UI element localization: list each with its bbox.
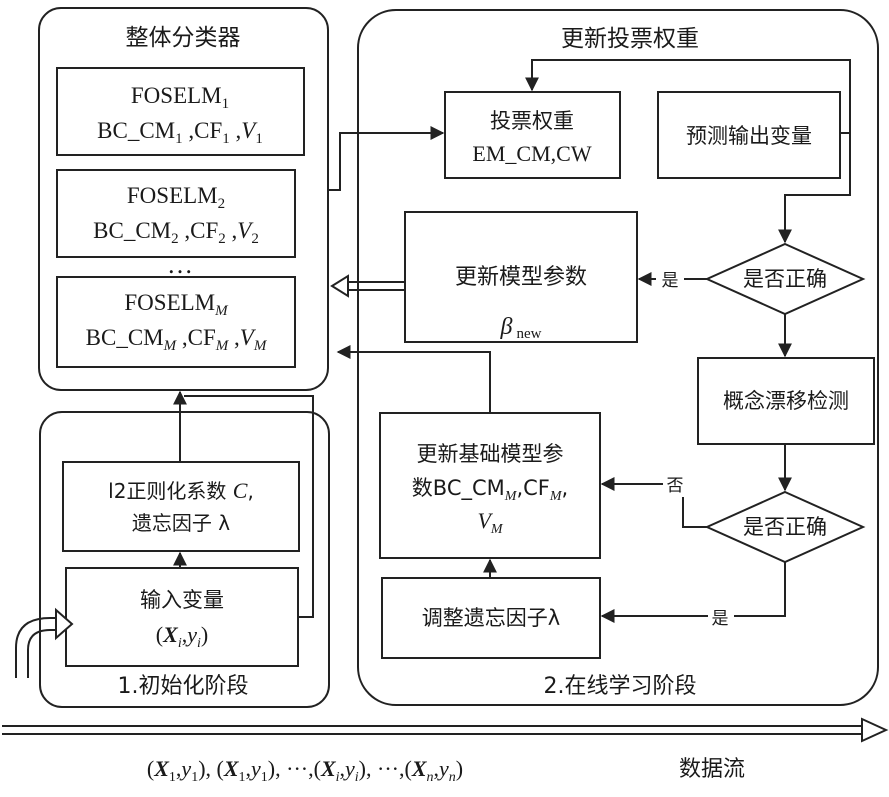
arrow-yes-to-adjust — [600, 562, 786, 623]
init-panel — [39, 411, 330, 708]
input-var-box — [65, 567, 299, 667]
arrow-data-entry-inner — [27, 629, 60, 678]
model-2-box — [56, 169, 296, 258]
predict-output-label: 预测输出变量 — [686, 124, 812, 148]
input-var-label: 输入变量 — [140, 588, 224, 612]
data-stream-arrowhead — [861, 717, 889, 743]
model-M-params: BC_CMM ,CFM ,VM — [86, 325, 268, 354]
line-input-to-ensemble — [184, 395, 314, 618]
update-panel-title: 更新投票权重 — [561, 26, 699, 52]
model-2-params: BC_CM2 ,CF2 ,V2 — [93, 218, 259, 247]
data-stream-sequence: (X1,y1), (X1,y1), ···,(Xi,yi), ···,(Xn,y… — [147, 756, 463, 785]
update-base-line1: 更新基础模型参 — [417, 442, 564, 466]
model-1-box — [56, 67, 305, 156]
models-ellipsis: … — [167, 250, 193, 279]
model-M-name: FOSELMM — [124, 290, 229, 319]
no-label-bg — [663, 471, 689, 497]
online-panel-title: 2.在线学习阶段 — [544, 674, 697, 699]
predict-output-box — [657, 91, 841, 179]
arrow-predict-to-decision1 — [778, 133, 851, 244]
model-1-name: FOSELM1 — [131, 83, 229, 112]
edge-yes-label-2: 是 — [712, 609, 729, 629]
online-panel — [357, 9, 879, 706]
arrow-data-entry-outer — [15, 617, 60, 678]
data-stream-label: 数据流 — [679, 757, 745, 782]
arrow-no-to-update-base — [600, 477, 707, 528]
edge-yes-label-1: 是 — [662, 271, 679, 291]
yes-label-bg-1 — [656, 266, 684, 292]
vote-weight-box — [444, 91, 621, 179]
update-base-line3: VM — [477, 508, 503, 537]
ensemble-panel — [38, 7, 329, 391]
arrow-data-entry-head — [55, 607, 74, 641]
decision-2-label: 是否正确 — [743, 515, 827, 539]
vote-weight-title: 投票权重 — [490, 109, 574, 133]
init-params-box — [62, 461, 300, 552]
init-params-line2: 遗忘因子 λ — [132, 511, 230, 535]
edge-no-label: 否 — [667, 476, 684, 496]
input-var-formula: (Xi,yi) — [156, 622, 208, 651]
model-1-params: BC_CM1 ,CF1 ,V1 — [97, 118, 263, 147]
model-2-name: FOSELM2 — [127, 183, 225, 212]
ensemble-panel-title: 整体分类器 — [126, 25, 241, 51]
arrow-update-base-to-ensemble — [336, 345, 491, 413]
arrow-predict-to-vote — [525, 59, 851, 134]
update-params-title: 更新模型参数 — [455, 265, 587, 290]
drift-detect-label: 概念漂移检测 — [723, 389, 849, 413]
yes-label-bg-2 — [708, 604, 734, 630]
vote-weight-vars: EM_CM,CW — [472, 141, 591, 166]
drift-detect-box — [697, 357, 875, 445]
update-base-box — [379, 412, 601, 559]
arrow-ensemble-to-vote — [328, 126, 445, 191]
update-params-box — [404, 211, 638, 343]
update-base-line2: 数BC_CMM,CFM, — [412, 476, 568, 504]
adjust-forget-label: 调整遗忘因子λ — [422, 606, 560, 630]
arrow-params-to-ensemble-head — [330, 274, 349, 298]
init-panel-title: 1.初始化阶段 — [118, 674, 249, 699]
decision-1-label: 是否正确 — [743, 267, 827, 291]
init-params-line1: l2正则化系数 C, — [108, 478, 254, 503]
model-M-box — [56, 276, 296, 368]
